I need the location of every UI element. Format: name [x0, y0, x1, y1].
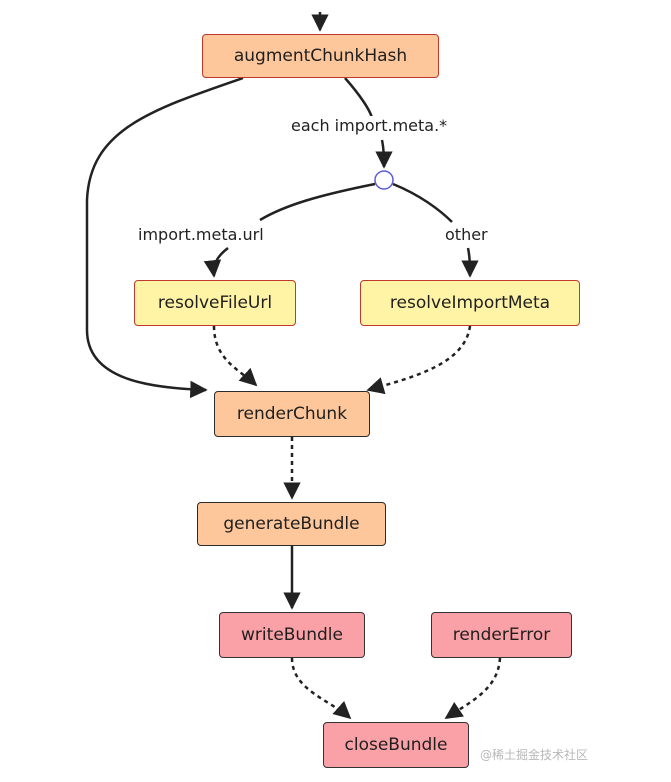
node-augmentchunkhash[interactable]: augmentChunkHash — [202, 34, 439, 78]
edge-url-label-to-resolvefileurl — [203, 247, 229, 278]
node-rendererror[interactable]: renderError — [431, 612, 572, 658]
watermark: @稀土掘金技术社区 — [480, 748, 589, 762]
edge-junction-to-resolvefileurl — [259, 182, 376, 222]
node-generatebundle-label: generateBundle — [223, 514, 360, 534]
edge-writebundle-to-closebundle — [290, 657, 352, 720]
node-augmentchunkhash-label: augmentChunkHash — [233, 46, 408, 66]
node-closebundle-label: closeBundle — [344, 735, 448, 755]
node-renderchunk-label: renderChunk — [236, 404, 348, 424]
edge-resolveimportmeta-to-renderchunk — [366, 325, 472, 395]
node-writebundle[interactable]: writeBundle — [219, 612, 365, 658]
node-writebundle-label: writeBundle — [241, 625, 343, 645]
node-resolveimportmeta-label: resolveImportMeta — [389, 293, 551, 313]
node-resolveimportmeta[interactable]: resolveImportMeta — [360, 280, 580, 326]
node-generatebundle[interactable]: generateBundle — [197, 502, 386, 546]
junction-node — [374, 170, 394, 190]
node-resolvefileurl[interactable]: resolveFileUrl — [134, 280, 296, 326]
node-rendererror-label: renderError — [452, 625, 551, 645]
edge-junction-to-resolveimportmeta — [392, 182, 453, 223]
edge-resolvefileurl-to-renderchunk — [212, 325, 258, 387]
node-renderchunk[interactable]: renderChunk — [214, 391, 370, 437]
edge-label-other: other — [443, 225, 490, 244]
edge-augment-to-junction — [344, 77, 374, 119]
edge-rendererror-to-closebundle — [444, 657, 502, 720]
edge-label-each-import-meta: each import.meta.* — [289, 116, 450, 135]
node-resolvefileurl-label: resolveFileUrl — [157, 293, 273, 313]
edge-augment-to-renderchunk — [85, 76, 244, 399]
node-closebundle[interactable]: closeBundle — [323, 722, 469, 768]
edge-label-to-junction — [375, 139, 393, 169]
edge-other-label-to-resolveimportmeta — [461, 247, 479, 278]
edge-label-import-meta-url: import.meta.url — [136, 225, 266, 244]
